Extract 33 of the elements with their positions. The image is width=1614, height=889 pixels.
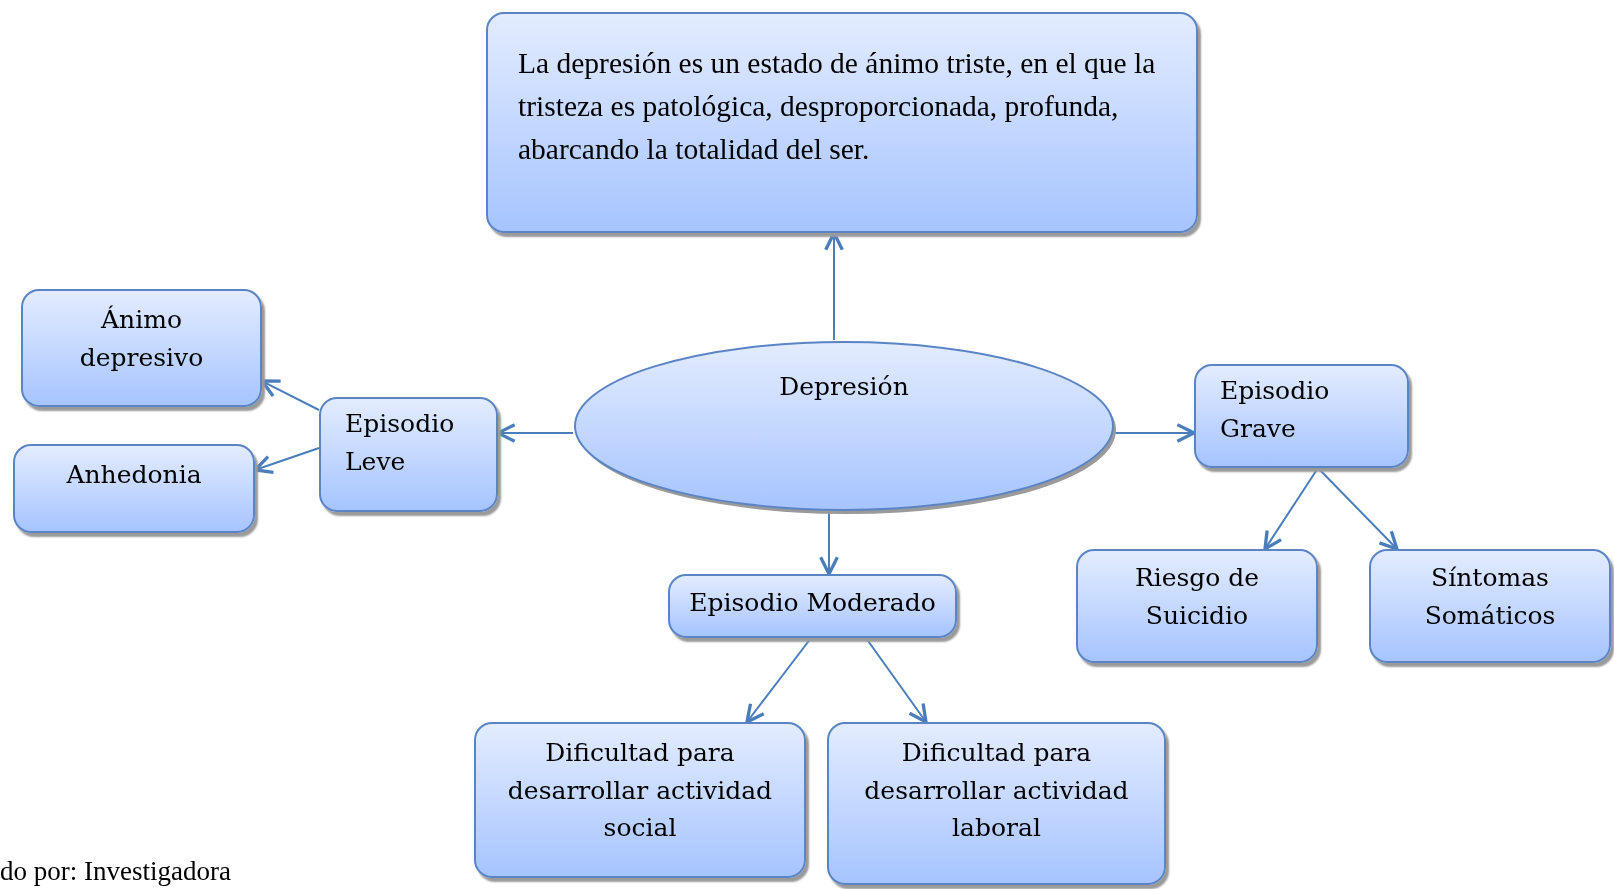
arrow bbox=[253, 446, 320, 475]
concept-box bbox=[827, 722, 1166, 885]
arrow bbox=[1317, 467, 1399, 551]
concept-box bbox=[13, 444, 255, 533]
arrow bbox=[1114, 422, 1196, 443]
node-text: Episodio Grave bbox=[1220, 375, 1331, 445]
arrow bbox=[1263, 467, 1319, 551]
arrow bbox=[496, 423, 574, 443]
concept-box bbox=[474, 722, 806, 878]
arrow bbox=[745, 637, 812, 724]
node-text: Dificultad para desarrollar actividad social bbox=[506, 737, 774, 844]
concept-box bbox=[21, 289, 262, 407]
node-text: Anhedonia bbox=[65, 459, 203, 491]
node-text: Episodio Leve bbox=[345, 408, 456, 478]
concept-box bbox=[1369, 549, 1611, 663]
node-text: Ánimo depresivo bbox=[78, 304, 205, 374]
node-text: Síntomas Somáticos bbox=[1423, 562, 1557, 632]
concept-box bbox=[1194, 364, 1409, 468]
node-text: Dificultad para desarrollar actividad laboral bbox=[863, 737, 1130, 844]
node-text: Episodio Moderado bbox=[688, 587, 937, 619]
node-text: Depresión bbox=[778, 371, 910, 403]
concept-box bbox=[1076, 549, 1318, 663]
arrow bbox=[824, 231, 844, 341]
ellipse-node bbox=[573, 340, 1115, 512]
concept-box bbox=[486, 12, 1198, 233]
source-note: do por: Investigadora bbox=[0, 856, 231, 887]
concept-box bbox=[319, 397, 498, 512]
arrow bbox=[260, 379, 320, 411]
concept-box bbox=[668, 574, 957, 638]
arrow bbox=[819, 511, 839, 576]
arrow bbox=[865, 637, 928, 724]
node-text: La depresión es un estado de ánimo triste, en el que la tristeza es patológica, desproporcionada, profunda, abarcando la totalidad del ser. bbox=[518, 46, 1156, 167]
node-text: Riesgo de Suicidio bbox=[1133, 562, 1261, 632]
